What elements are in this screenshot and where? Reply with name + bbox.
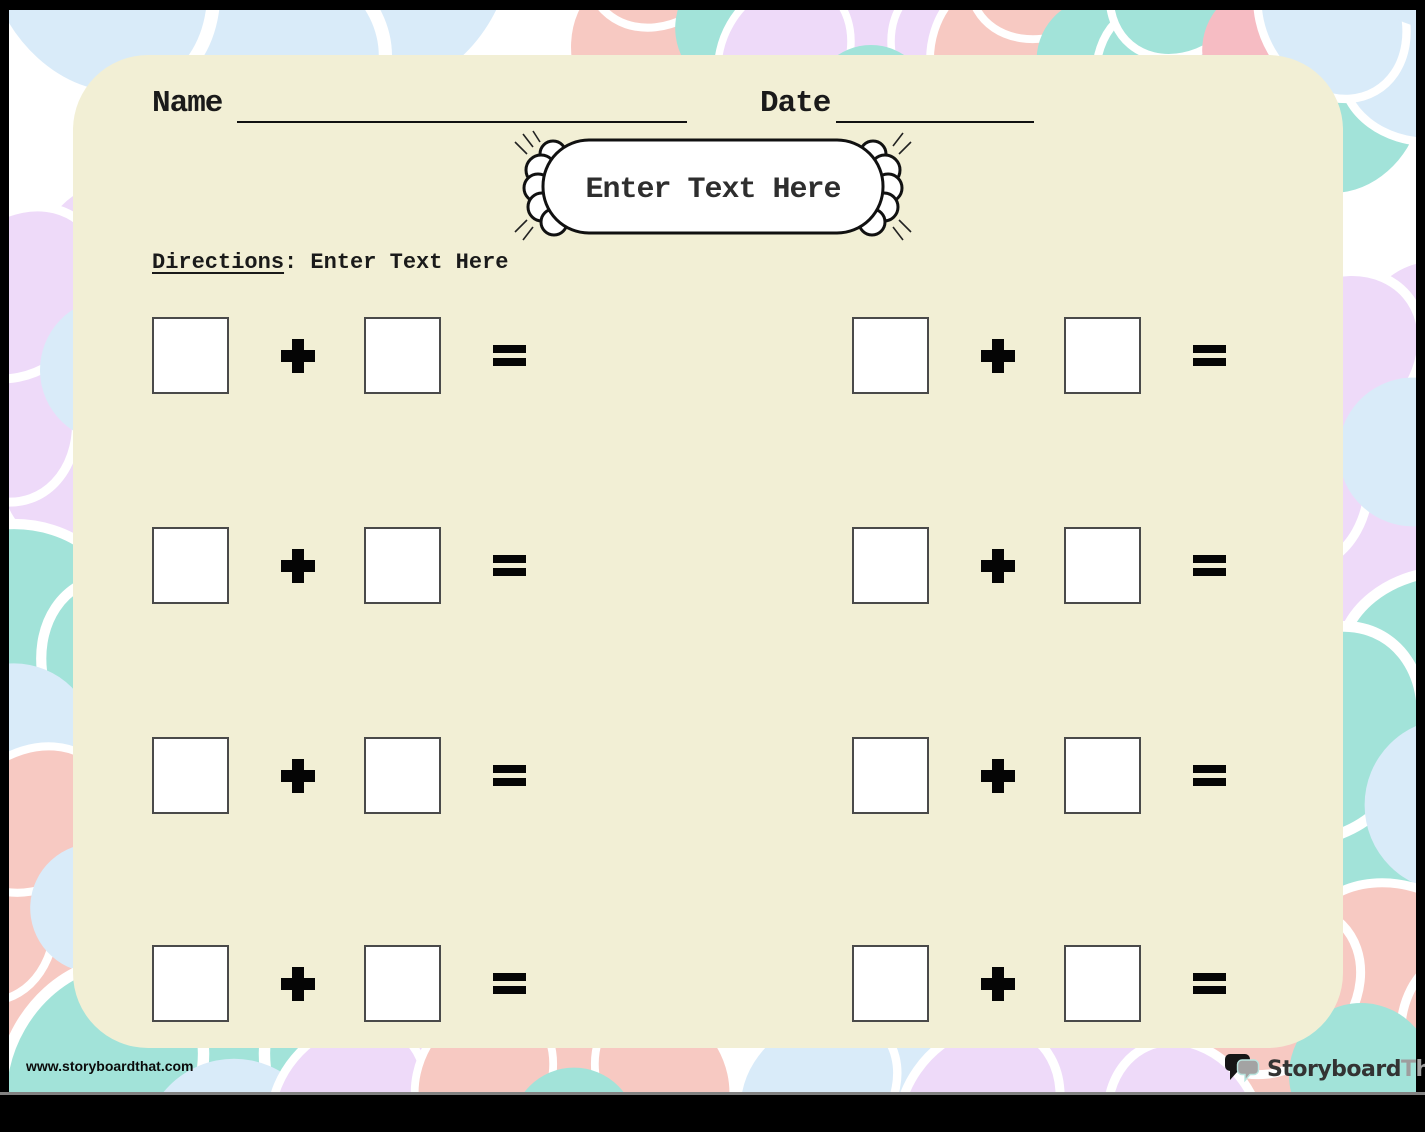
website-link[interactable]: www.storyboardthat.com	[26, 1058, 194, 1074]
addend-box[interactable]	[852, 737, 929, 814]
name-label: Name	[152, 86, 223, 121]
directions-label: Directions	[152, 250, 285, 275]
addend-box[interactable]	[364, 945, 441, 1022]
addend-box[interactable]	[852, 945, 929, 1022]
addition-problem-2	[852, 317, 1232, 394]
cloud-shape	[522, 138, 904, 237]
equals-icon	[493, 345, 526, 366]
addition-problem-3	[152, 527, 532, 604]
storyboardthat-logo[interactable]: StoryboardThat	[1225, 1050, 1425, 1088]
addend-box[interactable]	[364, 737, 441, 814]
addend-box[interactable]	[152, 317, 229, 394]
bottom-frame-bar	[0, 1092, 1425, 1132]
equals-icon	[1193, 973, 1226, 994]
brand-primary: Storyboard	[1267, 1056, 1401, 1082]
addend-box[interactable]	[152, 945, 229, 1022]
title-text[interactable]: Enter Text Here	[585, 173, 841, 207]
brand-secondary: That	[1400, 1056, 1425, 1082]
addend-box[interactable]	[1064, 527, 1141, 604]
addition-problem-6	[852, 737, 1232, 814]
sparkle-lines	[514, 130, 912, 241]
plus-icon	[981, 967, 1015, 1001]
addend-box[interactable]	[1064, 945, 1141, 1022]
addition-problem-8	[852, 945, 1232, 1022]
addition-problem-1	[152, 317, 532, 394]
equals-icon	[493, 765, 526, 786]
equals-icon	[493, 555, 526, 576]
addend-box[interactable]	[1064, 737, 1141, 814]
plus-icon	[281, 339, 315, 373]
title-bubble[interactable]: Enter Text Here	[513, 130, 913, 244]
date-label: Date	[760, 86, 831, 121]
addition-problem-7	[152, 945, 532, 1022]
addend-box[interactable]	[852, 317, 929, 394]
equals-icon	[1193, 555, 1226, 576]
equals-icon	[1193, 765, 1226, 786]
plus-icon	[981, 759, 1015, 793]
name-line[interactable]	[237, 121, 687, 123]
addend-box[interactable]	[152, 527, 229, 604]
addition-problem-4	[852, 527, 1232, 604]
addend-box[interactable]	[364, 317, 441, 394]
plus-icon	[281, 759, 315, 793]
directions[interactable]: Directions: Enter Text Here	[152, 250, 508, 275]
speech-bubbles-icon	[1225, 1054, 1260, 1083]
addition-problem-5	[152, 737, 532, 814]
addend-box[interactable]	[1064, 317, 1141, 394]
brand-text: StoryboardThat	[1267, 1057, 1425, 1082]
addend-box[interactable]	[364, 527, 441, 604]
plus-icon	[281, 549, 315, 583]
addend-box[interactable]	[152, 737, 229, 814]
equals-icon	[493, 973, 526, 994]
addend-box[interactable]	[852, 527, 929, 604]
plus-icon	[281, 967, 315, 1001]
plus-icon	[981, 549, 1015, 583]
date-line[interactable]	[836, 121, 1034, 123]
equals-icon	[1193, 345, 1226, 366]
directions-text: : Enter Text Here	[284, 250, 509, 275]
plus-icon	[981, 339, 1015, 373]
